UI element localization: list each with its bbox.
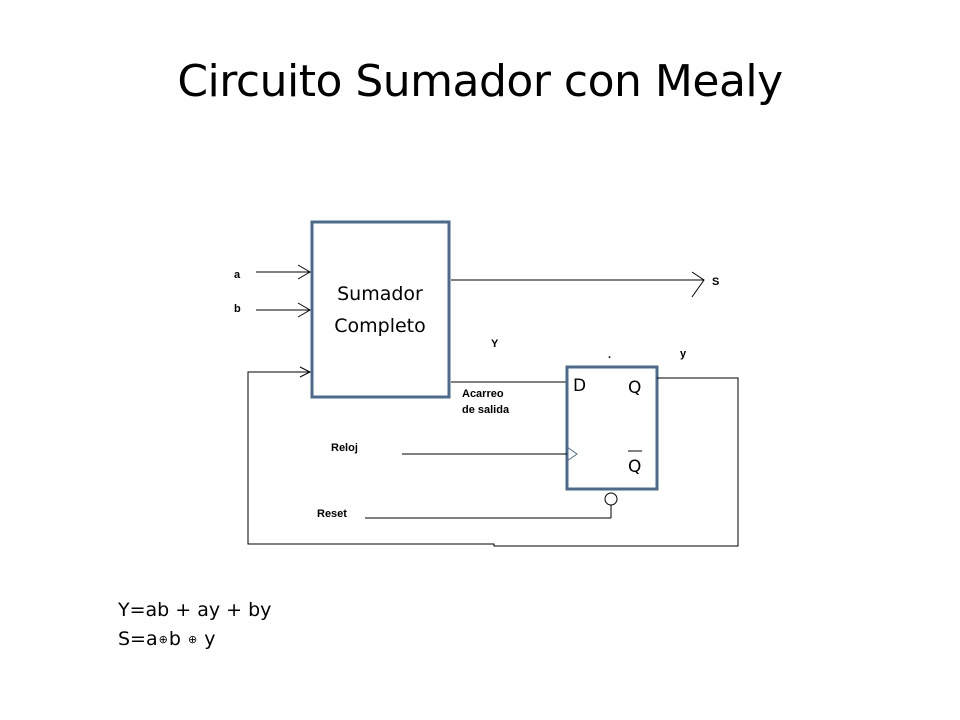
d-flipflop-block [565,365,659,491]
reset-label: Reset [317,508,347,520]
equation-sum-y: y [204,628,216,650]
equations: Y=ab + ay + by S=a⊕b ⊕ y [118,596,271,654]
carry-out-label-line1: Acarreo [462,388,504,400]
output-s-label: S [712,276,719,288]
xor-icon: ⊕ [158,633,168,646]
ff-d-label: D [573,376,586,396]
input-b-arrow [297,302,311,318]
carry-y-label: Y [491,338,499,350]
ff-qbar-label: Q [628,457,641,477]
reset-bubble [604,492,618,506]
equation-sum-prefix: S=a [118,628,158,650]
state-y-label: y [680,348,687,360]
clock-edge-symbol [566,446,578,462]
ff-q-label: Q [628,378,641,398]
carry-out-label-line2: de salida [462,404,510,416]
equation-carry: Y=ab + ay + by [118,596,271,625]
equation-carry-text: Y=ab + ay + by [118,599,272,621]
feedback-wire [247,371,739,547]
ff-dot: . [608,349,611,361]
full-adder-block [310,220,451,399]
input-b-label: b [234,303,241,315]
slide-title: Circuito Sumador con Mealy [177,56,783,107]
xor-icon: ⊕ [187,633,198,646]
adder-label-line1: Sumador [337,283,423,305]
equation-sum: S=a⊕b ⊕ y [118,625,271,654]
adder-label-line2: Completo [334,315,426,337]
feedback-arrow [299,366,312,378]
equation-sum-b: b [168,628,181,650]
input-a-label: a [234,269,241,281]
input-a-arrow [297,264,311,280]
clock-label: Reloj [331,442,358,454]
output-s-arrow [691,271,705,298]
